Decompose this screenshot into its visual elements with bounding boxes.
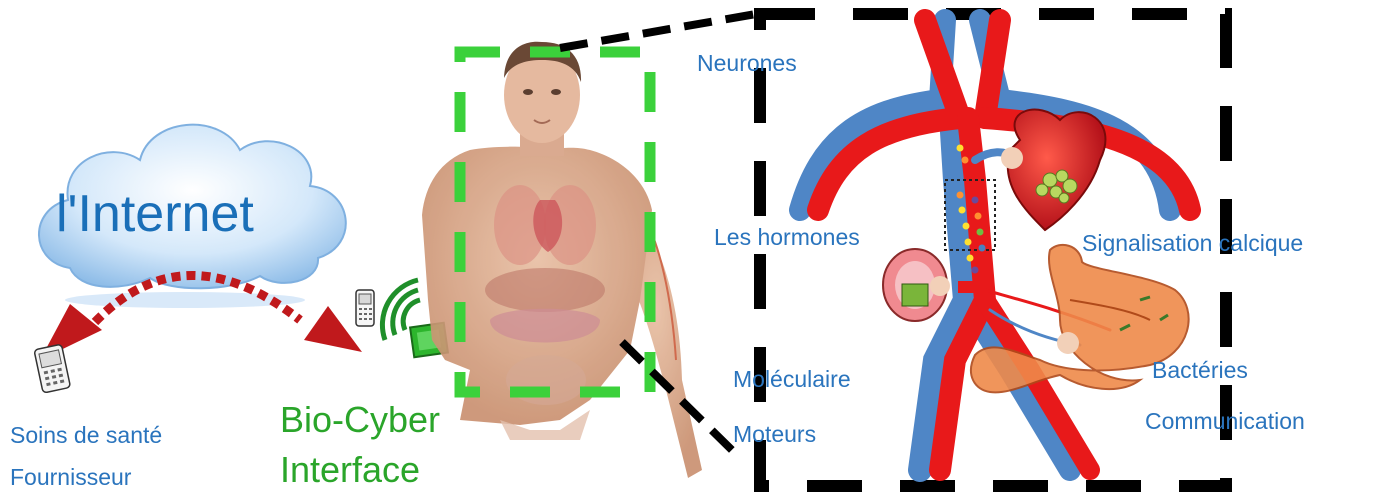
heart-organ [1001, 110, 1105, 230]
mobile-device-icon [356, 290, 374, 326]
molecular-label: Moléculaire [733, 368, 851, 391]
provider-label-line1: Soins de santé [10, 424, 162, 447]
internet-label: l'Internet [56, 188, 254, 240]
phone-icon [34, 344, 71, 393]
neurons-label: Neurones [697, 52, 797, 75]
interface-label-line2: Interface [280, 452, 420, 488]
provider-label-line2: Fournisseur [10, 466, 131, 489]
communication-label: Communication [1145, 410, 1305, 433]
motors-label: Moteurs [733, 423, 816, 446]
calcium-signaling-label: Signalisation calcique [1082, 232, 1303, 255]
hormones-label: Les hormones [714, 226, 860, 249]
bacteria-label: Bactéries [1152, 359, 1248, 382]
interface-label-line1: Bio-Cyber [280, 402, 440, 438]
